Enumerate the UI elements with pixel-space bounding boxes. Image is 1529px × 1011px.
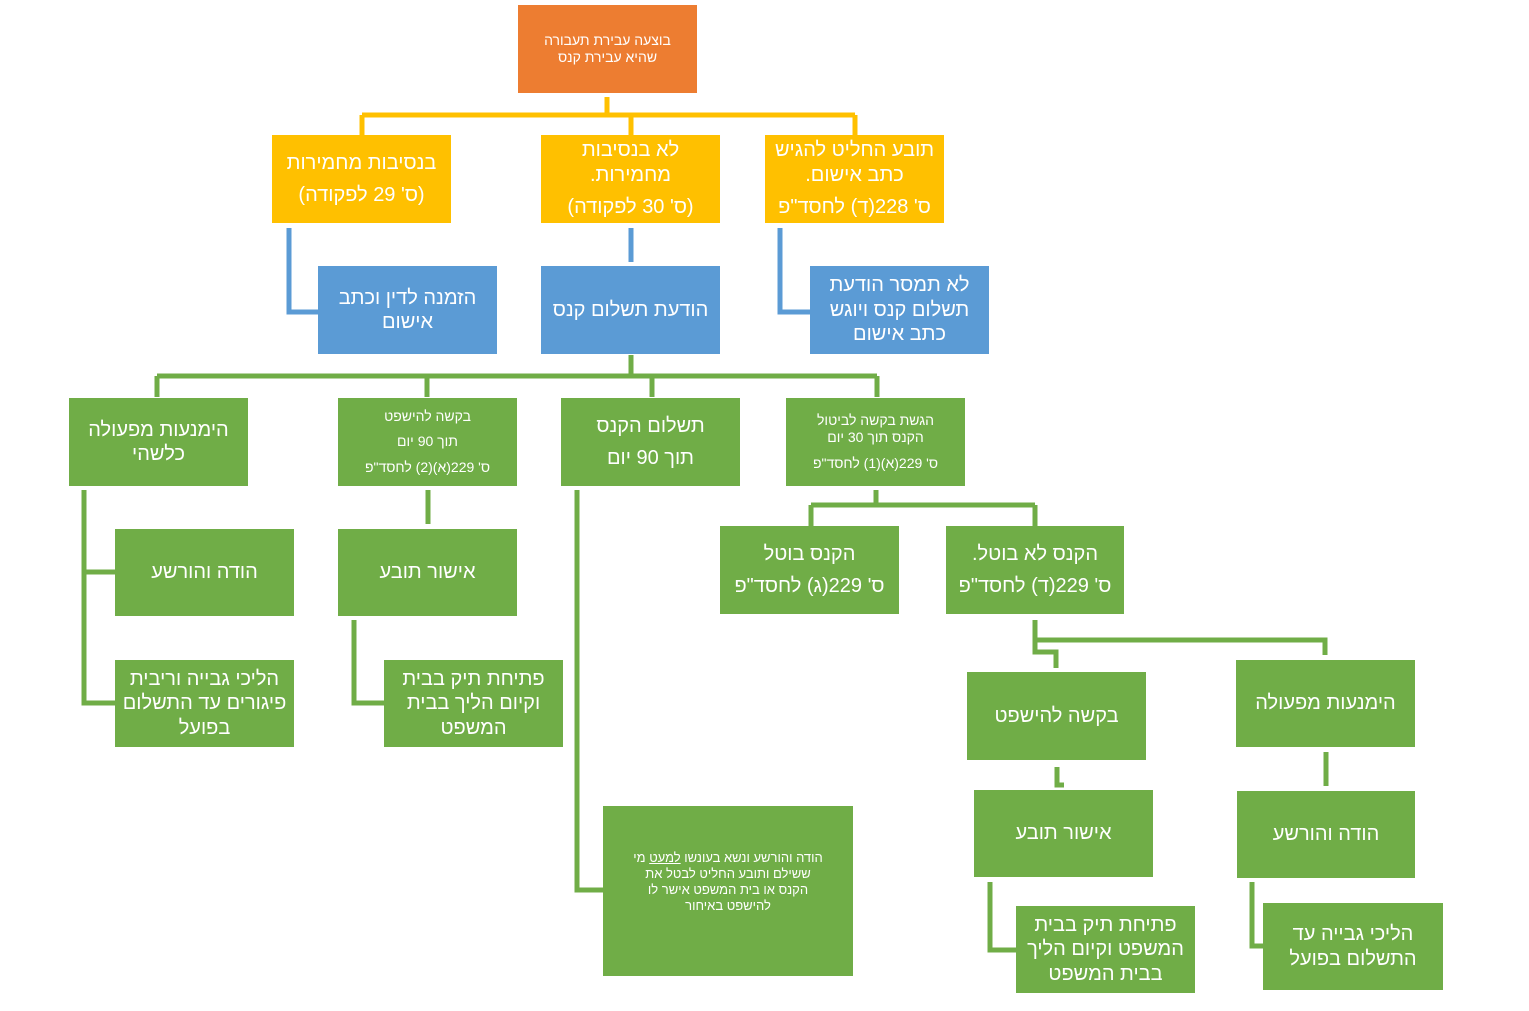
fine-payment-notice-box: הודעת תשלום קנס xyxy=(541,266,720,354)
approval-left-line-1: אישור תובע xyxy=(379,561,476,584)
paid-fine-result-box: הודה והורשע ונשא בעונשו למעט מי ששילם ות… xyxy=(603,806,853,976)
root-line-2: שהיא עבירת קנס xyxy=(557,49,658,65)
pay-line-2: תוך 90 יום xyxy=(606,447,695,469)
abstain-right-line-1: הימנעות מפעולה xyxy=(1255,692,1396,715)
paid-result-line-1: הודה והורשע ונשא בעונשו למעט מי xyxy=(633,850,822,866)
pay-line-1: תשלום הקנס xyxy=(596,414,705,437)
collection-line-2: פיגורים עד התשלום xyxy=(122,692,287,715)
aggravated-circumstances-box: בנסיבות מחמירות (ס' 29 לפקודה) xyxy=(272,135,451,223)
trial-request-line-1: בקשה להישפט xyxy=(384,408,471,425)
aggravated-line-1: בנסיבות מחמירות xyxy=(286,151,437,174)
collection-right-line-1: הליכי גבייה עד xyxy=(1292,923,1414,946)
paid-result-line-3: הקנס או בית המשפט אישר לו xyxy=(647,881,809,897)
aggravated-line-2: (ס' 29 לפקודה) xyxy=(298,184,425,206)
root-line-1: בוצעה עבירת תעבורה xyxy=(544,31,671,48)
prosecutor-line-1: תובע החליט להגיש xyxy=(774,139,935,162)
confessed-convicted-left-box: הודה והורשע xyxy=(115,529,294,616)
trial-request-line-3: ס' 229(א)(2) לחסד"פ xyxy=(364,458,491,475)
cancel-request-line-3: ס' 229(א)(1) לחסד"פ xyxy=(812,454,939,471)
paid-result-line-2: ששילם ותובע החליט לבטל את xyxy=(645,865,811,881)
trial-request-right-line-1: בקשה להישפט xyxy=(994,704,1119,727)
open-file-right-line-1: פתיחת תיק בבית xyxy=(1034,913,1177,936)
abstain-line-1: הימנעות מפעולה xyxy=(88,418,229,441)
summons-indictment-box: הזמנה לדין וכתב אישום xyxy=(318,266,497,354)
open-court-file-left-box: פתיחת תיק בבית וקיום הליך בבית המשפט xyxy=(384,660,563,747)
approval-right-line-1: אישור תובע xyxy=(1015,822,1112,845)
cancel-request-line-2: הקנס תוך 30 יום xyxy=(827,429,924,446)
non-aggravated-line-3: (ס' 30 לפקודה) xyxy=(567,196,694,219)
prosecutor-indictment-box: תובע החליט להגיש כתב אישום. ס' 228(ד) לח… xyxy=(765,135,944,223)
prosecutor-line-3: ס' 228(ד) לחסד"פ xyxy=(778,196,931,219)
prosecutor-line-2: כתב אישום. xyxy=(805,163,904,186)
yellow-connectors xyxy=(359,97,858,135)
paid-result-line-4: להישפט באיחור xyxy=(685,897,771,913)
no-fine-notice-box: לא תמסר הודעת תשלום קנס ויוגש כתב אישום xyxy=(810,266,989,354)
non-aggravated-line-1: לא בנסיבות xyxy=(581,139,680,162)
summons-line-1: הזמנה לדין וכתב xyxy=(338,286,477,309)
abstain-line-2: כלשהי xyxy=(132,443,185,465)
no-notice-line-3: כתב אישום xyxy=(853,323,946,346)
prosecutor-approval-left-box: אישור תובע xyxy=(338,529,517,616)
fine-payment-90-days-box: תשלום הקנס תוך 90 יום xyxy=(561,398,740,486)
open-file-left-line-3: המשפט xyxy=(440,716,507,739)
convicted-right-line-1: הודה והורשע xyxy=(1272,823,1380,846)
paid-result-underlined: למעט xyxy=(649,850,681,865)
summons-line-2: אישום xyxy=(381,311,434,333)
cancel-request-30-days-box: הגשת בקשה לביטול הקנס תוך 30 יום ס' 229(… xyxy=(786,398,965,486)
collection-line-3: בפועל xyxy=(178,716,231,739)
open-file-right-line-2: המשפט וקיום הליך xyxy=(1027,938,1184,961)
open-file-left-line-1: פתיחת תיק בבית xyxy=(402,667,545,690)
fine-notice-line-1: הודעת תשלום קנס xyxy=(552,298,709,321)
green-connectors xyxy=(81,355,1329,953)
trial-request-right-box: בקשה להישפט xyxy=(967,672,1146,760)
cancel-request-line-1: הגשת בקשה לביטול xyxy=(817,412,934,429)
collection-line-1: הליכי גבייה וריבית xyxy=(129,667,280,690)
paid-result-part-1: הודה והורשע ונשא בעונשו xyxy=(680,850,823,865)
collection-right-box: הליכי גבייה עד התשלום בפועל xyxy=(1263,903,1443,990)
open-court-file-right-box: פתיחת תיק בבית המשפט וקיום הליך בבית המש… xyxy=(1016,906,1195,993)
abstain-action-right-box: הימנעות מפעולה xyxy=(1236,660,1415,747)
blue-connectors xyxy=(286,228,810,315)
fine-not-cancelled-line-1: הקנס לא בוטל. xyxy=(972,542,1099,565)
no-notice-line-2: תשלום קנס ויוגש xyxy=(829,298,970,321)
confessed-convicted-right-box: הודה והורשע xyxy=(1237,791,1415,878)
abstain-any-action-box: הימנעות מפעולה כלשהי xyxy=(69,398,248,486)
collection-interest-box: הליכי גבייה וריבית פיגורים עד התשלום בפו… xyxy=(115,660,294,747)
non-aggravated-line-2: מחמירות. xyxy=(589,163,672,186)
open-file-left-line-2: וקיום הליך בבית xyxy=(406,692,541,715)
prosecutor-approval-right-box: אישור תובע xyxy=(974,790,1153,877)
root-traffic-offense-box: בוצעה עבירת תעבורה שהיא עבירת קנס xyxy=(518,5,697,93)
fine-cancelled-box: הקנס בוטל ס' 229(ג) לחסד"פ xyxy=(720,526,899,614)
fine-cancelled-line-2: ס' 229(ג) לחסד"פ xyxy=(734,575,885,597)
open-file-right-line-3: בבית המשפט xyxy=(1048,962,1163,985)
fine-not-cancelled-line-2: ס' 229(ד) לחסד"פ xyxy=(958,575,1112,597)
fine-cancelled-line-1: הקנס בוטל xyxy=(763,542,856,565)
non-aggravated-circumstances-box: לא בנסיבות מחמירות. (ס' 30 לפקודה) xyxy=(541,135,720,223)
fine-not-cancelled-box: הקנס לא בוטל. ס' 229(ד) לחסד"פ xyxy=(946,526,1124,614)
trial-request-line-2: תוך 90 יום xyxy=(397,433,458,450)
convicted-left-line-1: הודה והורשע xyxy=(151,561,258,584)
paid-result-part-2: מי xyxy=(633,850,650,865)
trial-request-90-days-box: בקשה להישפט תוך 90 יום ס' 229(א)(2) לחסד… xyxy=(338,398,517,486)
no-notice-line-1: לא תמסר הודעת xyxy=(829,274,970,297)
collection-right-line-2: התשלום בפועל xyxy=(1289,947,1417,970)
